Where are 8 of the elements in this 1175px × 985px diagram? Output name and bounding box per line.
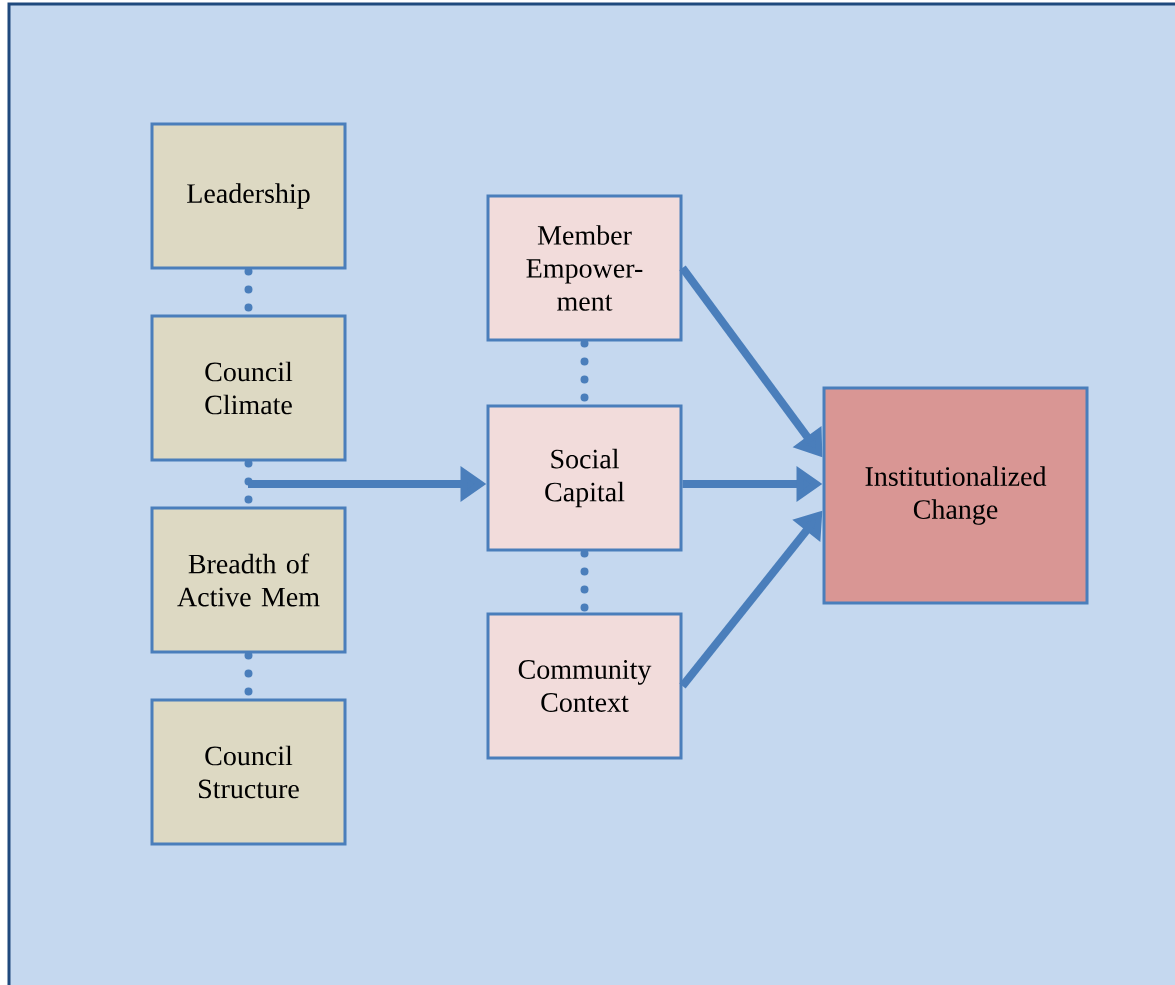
factor-box: Member Empower-ment: [486, 194, 683, 342]
factor-box: Council Climate: [150, 314, 347, 462]
factor-box: Social Capital: [486, 404, 683, 552]
factor-box: Breadth of Active Mem: [150, 506, 347, 654]
factor-box: Leadership: [150, 122, 347, 270]
factor-box: Community Context: [486, 612, 683, 760]
outcome-box: Institutionalized Change: [822, 386, 1089, 605]
factor-box: Council Structure: [150, 698, 347, 846]
